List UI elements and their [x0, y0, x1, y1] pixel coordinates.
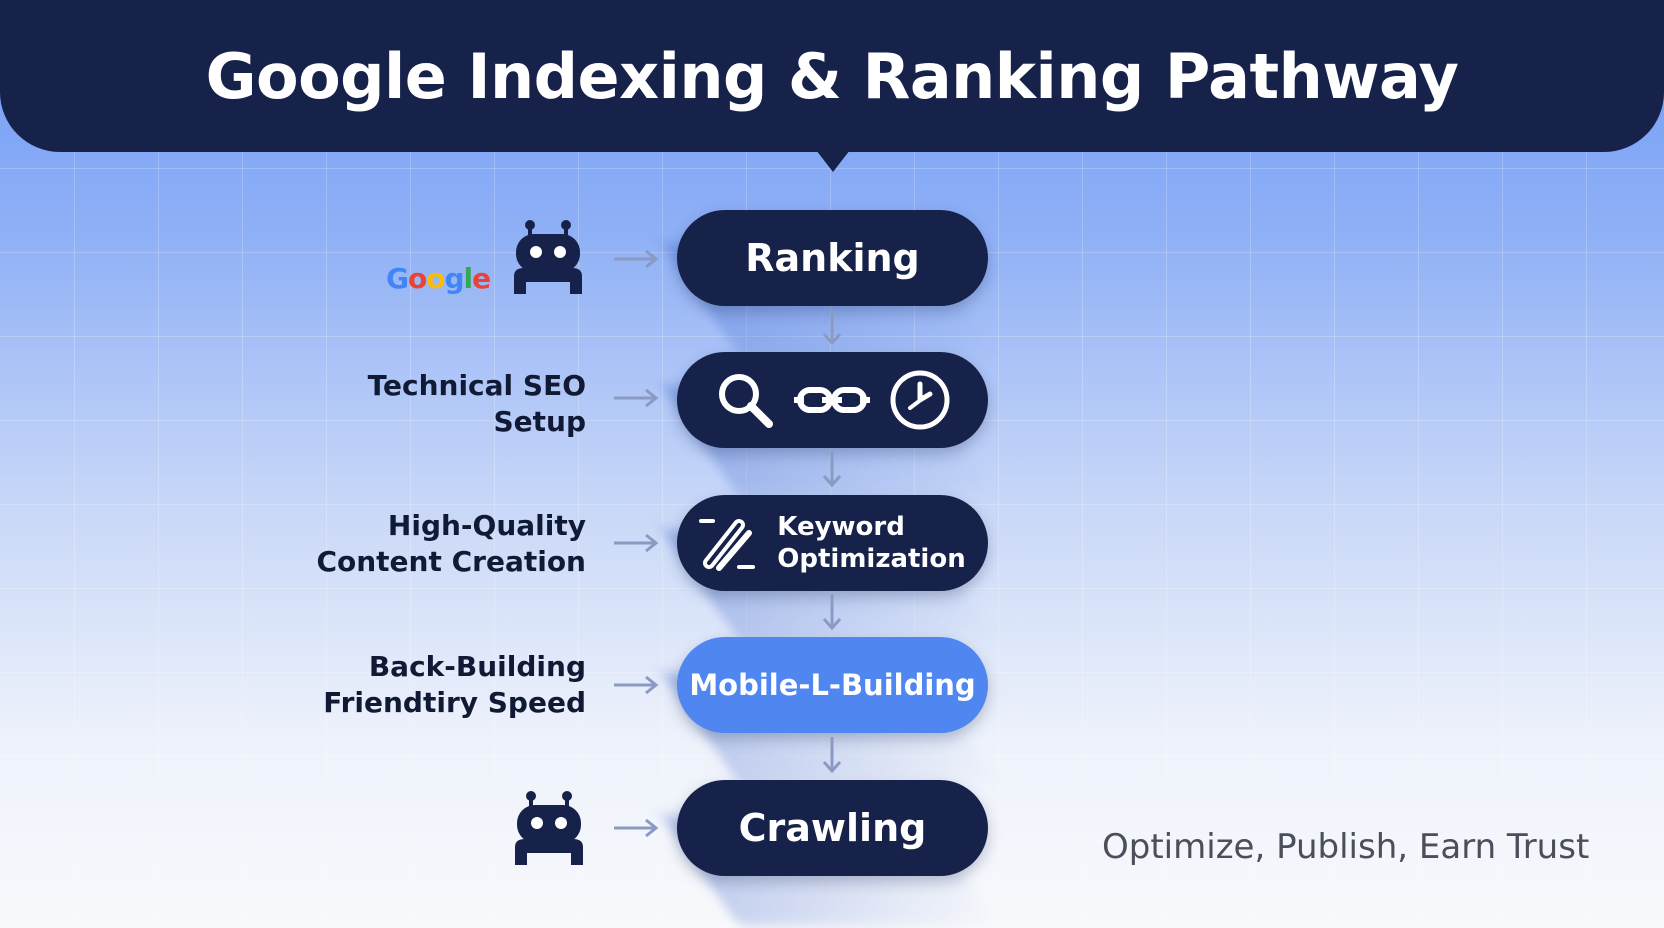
- page-title: Google Indexing & Ranking Pathway: [205, 39, 1459, 113]
- right-arrow: [614, 249, 659, 269]
- robot-icon: [514, 220, 582, 294]
- clock-icon: [890, 370, 949, 430]
- step-box-ranking: Ranking: [677, 210, 988, 306]
- google-logo: Google: [386, 262, 491, 295]
- step-box-crawling: Crawling: [677, 780, 988, 876]
- robot-icon: [515, 791, 583, 865]
- step-box-keyword-optimization: Keyword Optimization: [677, 495, 988, 591]
- step-box-technical-seo: [677, 352, 988, 448]
- step-label-back-building: Back-Building Friendtiry Speed: [323, 650, 586, 719]
- down-arrow: [822, 737, 842, 774]
- down-arrow: [822, 451, 842, 488]
- down-arrow: [822, 594, 842, 631]
- step-box-mobile-building: Mobile-L-Building: [677, 637, 988, 733]
- title-banner: Google Indexing & Ranking Pathway: [0, 0, 1664, 172]
- banner-pointer: [816, 150, 850, 172]
- right-arrow: [614, 818, 659, 838]
- tagline: Optimize, Publish, Earn Trust: [1102, 827, 1590, 867]
- link-chain-icon: [793, 387, 870, 413]
- right-arrow: [614, 388, 659, 408]
- down-arrow: [822, 309, 842, 346]
- right-arrow: [614, 533, 659, 553]
- link-pencil-icon: [699, 519, 756, 571]
- search-icon: [718, 374, 773, 428]
- step-label-content-creation: High-Quality Content Creation: [316, 509, 586, 578]
- right-arrow: [614, 675, 659, 695]
- step-label-technical-seo: Technical SEO Setup: [367, 369, 586, 438]
